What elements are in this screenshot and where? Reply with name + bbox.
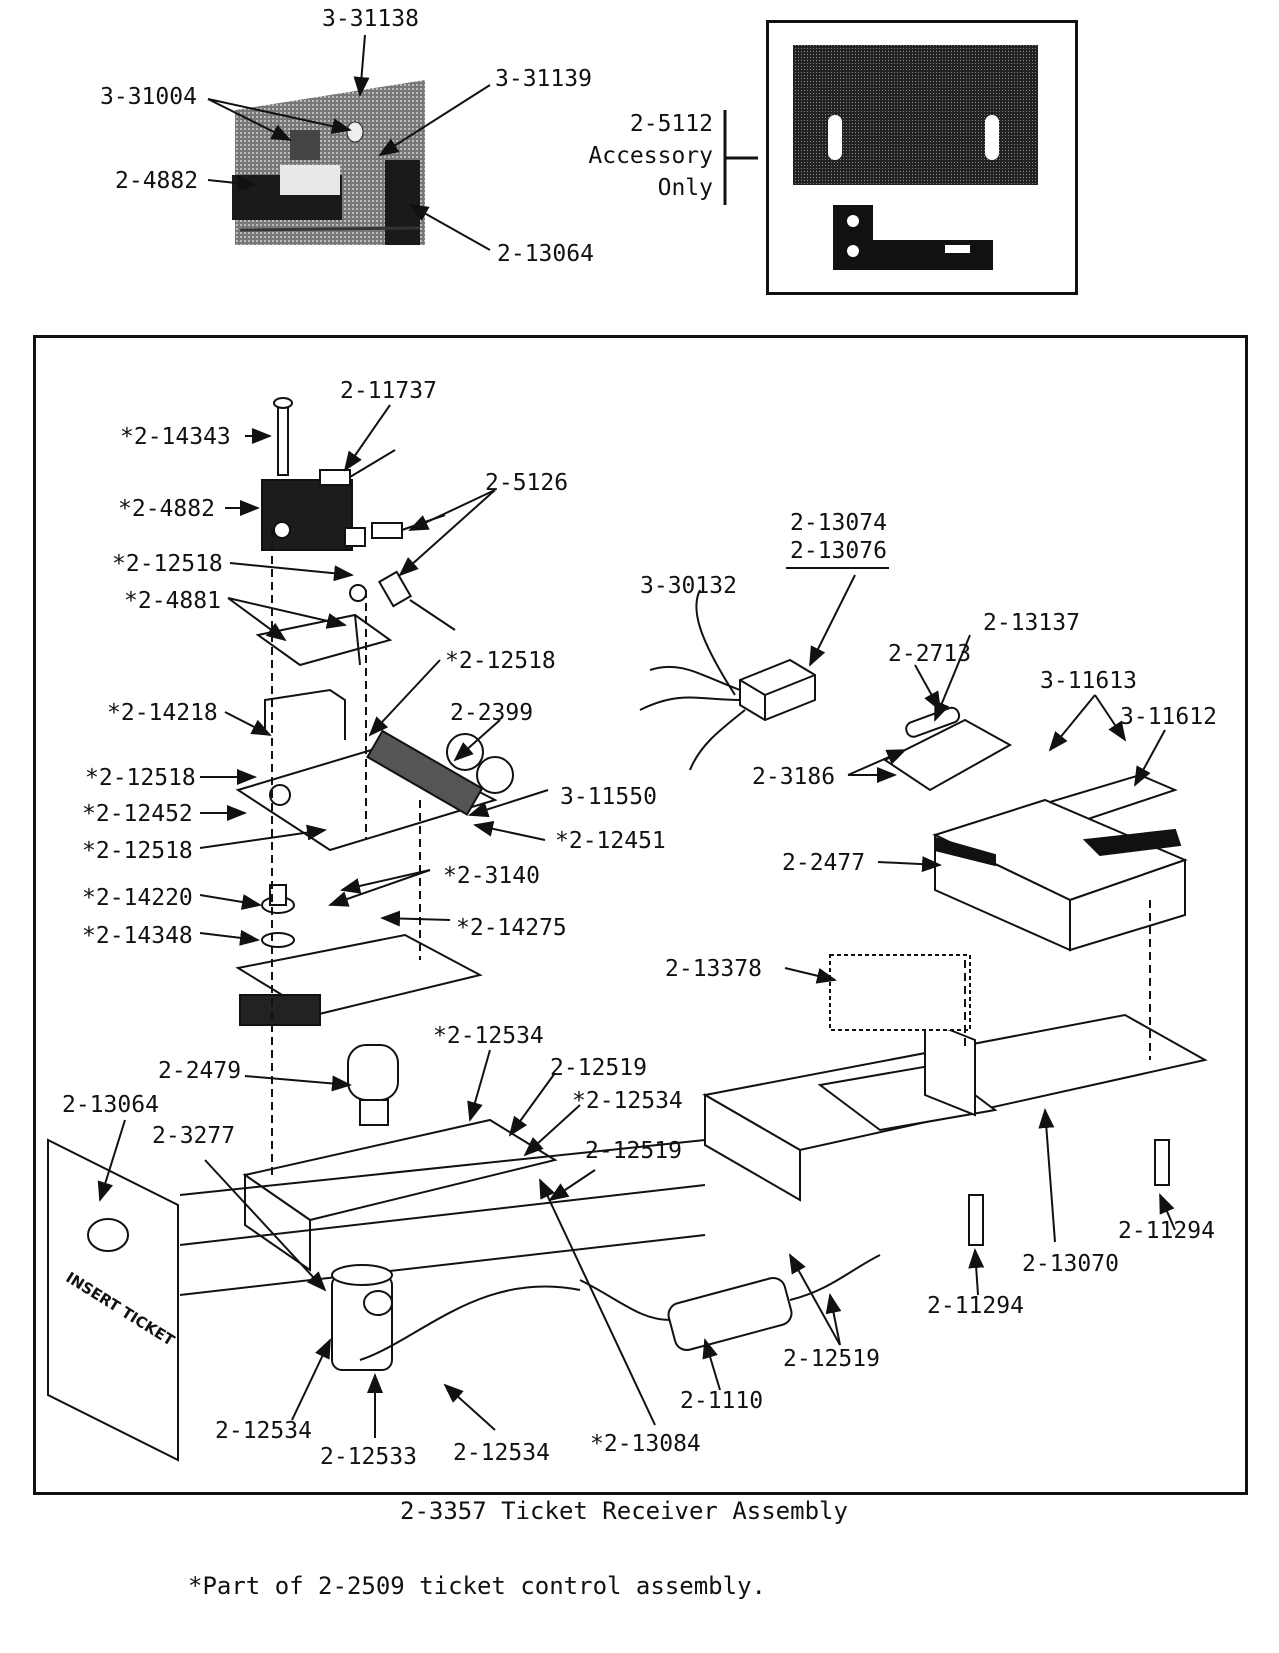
label-2-2713: 2-2713 <box>888 641 972 667</box>
label-3-30132: 3-30132 <box>640 573 737 599</box>
label-2-3186: 2-3186 <box>752 764 836 790</box>
accessory-line2: Only <box>657 175 713 201</box>
label-3-11612: 3-11612 <box>1120 704 1217 730</box>
label-3-31138: 3-31138 <box>322 6 419 32</box>
label-2-4881: *2-4881 <box>124 588 221 614</box>
label-2-13084: *2-13084 <box>590 1431 701 1457</box>
label-2-14343: *2-14343 <box>120 424 231 450</box>
figure-caption: 2-3357 Ticket Receiver Assembly <box>400 1497 848 1525</box>
top-photo <box>207 34 491 251</box>
label-2-13064-photo: 2-13064 <box>497 241 594 267</box>
label-2-12534-c: 2-12534 <box>215 1418 312 1444</box>
accessory-bracket <box>723 45 1038 270</box>
accessory-part-number: 2-5112 <box>629 111 713 137</box>
accessory-line1: Accessory <box>588 143 713 169</box>
label-2-12533: 2-12533 <box>320 1444 417 1470</box>
label-2-2477: 2-2477 <box>782 850 866 876</box>
label-2-12518-d: *2-12518 <box>82 838 193 864</box>
exploded-view <box>47 397 1208 1462</box>
label-3-11613: 3-11613 <box>1040 668 1137 694</box>
label-2-4882: *2-4882 <box>118 496 215 522</box>
label-2-2479: 2-2479 <box>158 1058 242 1084</box>
label-2-12518-b: *2-12518 <box>445 648 556 674</box>
label-2-12519-b: 2-12519 <box>585 1138 682 1164</box>
label-2-4882-photo: 2-4882 <box>115 168 199 194</box>
label-2-12451: *2-12451 <box>555 828 666 854</box>
label-2-13074: 2-13074 <box>790 510 887 536</box>
assembly-frame <box>33 335 1248 1495</box>
label-3-11550: 3-11550 <box>560 784 657 810</box>
label-2-12519-c: 2-12519 <box>783 1346 880 1372</box>
label-2-12452: *2-12452 <box>82 801 193 827</box>
label-2-12518-a: *2-12518 <box>112 551 223 577</box>
label-2-14218: *2-14218 <box>107 700 218 726</box>
underline-2-13076 <box>786 567 889 569</box>
label-2-12519-a: 2-12519 <box>550 1055 647 1081</box>
label-2-3140: *2-3140 <box>443 863 540 889</box>
label-2-11737: 2-11737 <box>340 378 437 404</box>
label-2-1110: 2-1110 <box>680 1388 764 1414</box>
label-2-13064: 2-13064 <box>62 1092 159 1118</box>
leader-lines <box>97 404 1176 1438</box>
label-2-11294-a: 2-11294 <box>1118 1218 1215 1244</box>
label-2-13378: 2-13378 <box>665 956 762 982</box>
label-3-31004: 3-31004 <box>100 84 197 110</box>
label-3-31139: 3-31139 <box>495 66 592 92</box>
footnote: *Part of 2-2509 ticket control assembly. <box>188 1572 766 1600</box>
label-2-14275: *2-14275 <box>456 915 567 941</box>
label-2-13070: 2-13070 <box>1022 1251 1119 1277</box>
label-2-14348: *2-14348 <box>82 923 193 949</box>
label-2-12534-b: *2-12534 <box>572 1088 683 1114</box>
label-2-14220: *2-14220 <box>82 885 193 911</box>
label-2-3277: 2-3277 <box>152 1123 236 1149</box>
label-2-12534-d: 2-12534 <box>453 1440 550 1466</box>
label-2-12518-c: *2-12518 <box>85 765 196 791</box>
label-2-5126: 2-5126 <box>485 470 569 496</box>
label-2-2399: 2-2399 <box>450 700 534 726</box>
label-2-13137: 2-13137 <box>983 610 1080 636</box>
accessory-text: 2-5112 Accessory Only <box>588 108 713 204</box>
accessory-box <box>766 20 1078 295</box>
label-2-12534-a: *2-12534 <box>433 1023 544 1049</box>
label-2-13076: 2-13076 <box>790 538 887 564</box>
label-2-11294-b: 2-11294 <box>927 1293 1024 1319</box>
